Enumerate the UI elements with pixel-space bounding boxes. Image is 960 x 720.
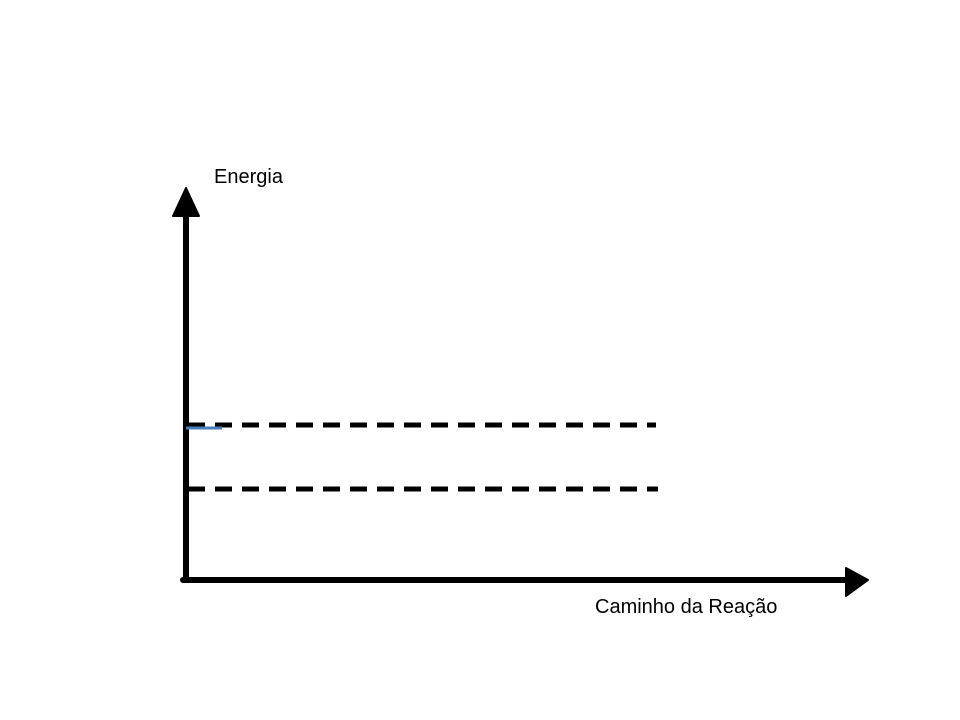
x-axis-label: Caminho da Reação xyxy=(595,596,777,618)
y-axis-label: Energia xyxy=(214,166,284,188)
y-axis-arrowhead xyxy=(172,187,200,217)
x-axis-arrowhead xyxy=(845,567,869,597)
